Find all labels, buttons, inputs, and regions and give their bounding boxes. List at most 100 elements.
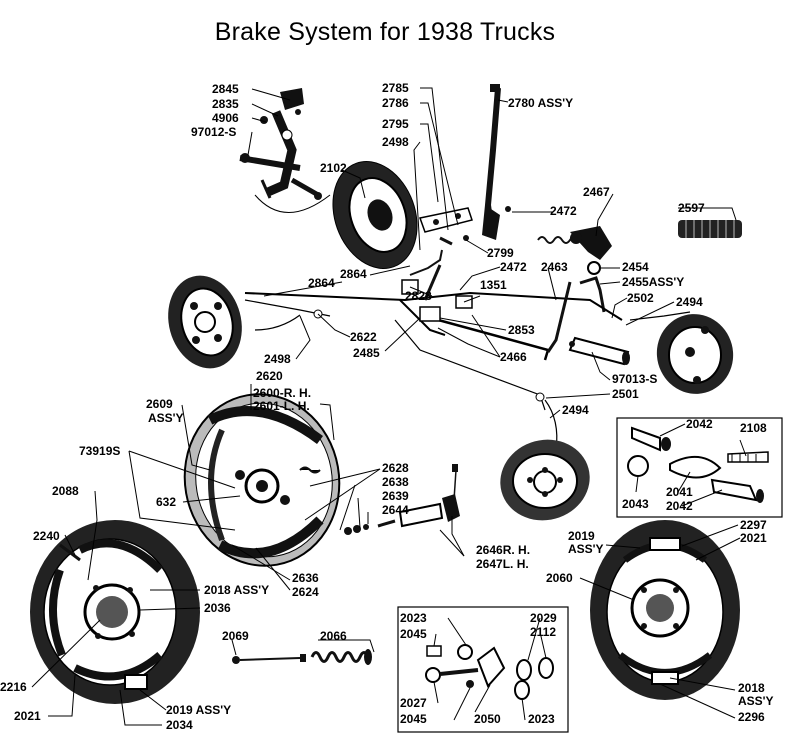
diagram-title: Brake System for 1938 Trucks xyxy=(214,18,556,46)
part-label: 97012-S xyxy=(191,125,236,139)
part-label: 2636 xyxy=(292,571,319,585)
part-label: 2455ASS'Y xyxy=(622,275,684,289)
part-label: 2501 xyxy=(612,387,639,401)
part-label: 2472 xyxy=(500,260,527,274)
part-label: 2647L. H. xyxy=(476,557,529,571)
part-label: 2018 xyxy=(738,681,765,695)
part-label: 2023 xyxy=(528,712,555,726)
rear-right-backing-plate-drawing xyxy=(590,520,740,700)
part-label: 2644 xyxy=(382,503,409,517)
spring-and-lever-drawing xyxy=(537,226,612,260)
part-label: 2780 ASS'Y xyxy=(508,96,573,110)
part-label: 2042 xyxy=(686,417,713,431)
part-label: 2609 xyxy=(146,397,173,411)
center-brake-assembly-drawing xyxy=(183,393,341,567)
part-label: 2036 xyxy=(204,601,231,615)
part-label: 2467 xyxy=(583,185,610,199)
rear-left-backing-plate-drawing xyxy=(30,520,200,704)
part-label: 2845 xyxy=(212,82,239,96)
part-label: ASS'Y xyxy=(738,694,774,708)
part-label: 4906 xyxy=(212,111,239,125)
part-label: 2494 xyxy=(676,295,703,309)
part-label: 2216 xyxy=(0,680,27,694)
part-label: 2069 xyxy=(222,629,249,643)
part-label: 2600-R. H. xyxy=(253,386,311,400)
part-label: 2795 xyxy=(382,117,409,131)
part-label: 2494 xyxy=(562,403,589,417)
part-label: 2785 xyxy=(382,81,409,95)
part-label: 2029 xyxy=(530,611,557,625)
part-label: 632 xyxy=(156,495,176,509)
part-label: 97013-S xyxy=(612,372,657,386)
leader-lines xyxy=(31,87,747,726)
part-label: 2864 xyxy=(340,267,367,281)
part-label: 2050 xyxy=(474,712,501,726)
part-label: 2019 ASS'Y xyxy=(166,703,231,717)
part-label: 2042 xyxy=(666,499,693,513)
part-label: 2021 xyxy=(740,531,767,545)
part-label: 2638 xyxy=(382,475,409,489)
part-label: 2639 xyxy=(382,489,409,503)
part-label: 2472 xyxy=(550,204,577,218)
part-label: 2498 xyxy=(264,352,291,366)
part-label: 2088 xyxy=(52,484,79,498)
part-label: ASS'Y xyxy=(568,542,604,556)
part-label: 2027 xyxy=(400,696,427,710)
part-label: 2060 xyxy=(546,571,573,585)
part-label: 2646R. H. xyxy=(476,543,530,557)
part-label: 2018 ASS'Y xyxy=(204,583,269,597)
emergency-brake-drum-drawing xyxy=(332,161,418,269)
part-label: 2066 xyxy=(320,629,347,643)
inset-box-lower-center xyxy=(397,606,569,733)
part-label: 2108 xyxy=(740,421,767,435)
part-label: 73919S xyxy=(79,444,120,458)
part-label: 2043 xyxy=(622,497,649,511)
part-label: 2463 xyxy=(541,260,568,274)
inset-box-upper-right xyxy=(616,417,783,518)
part-label: 2240 xyxy=(33,529,60,543)
part-label: 2799 xyxy=(487,246,514,260)
front-left-drum-drawing xyxy=(168,275,242,369)
part-labels: 2845 2835 4906 97012-S 2785 2786 2795 24… xyxy=(0,81,774,732)
part-label: 2045 xyxy=(400,627,427,641)
brake-pedal-drawing xyxy=(482,84,511,240)
part-label: 2045 xyxy=(400,712,427,726)
part-label: 2023 xyxy=(400,611,427,625)
part-label: 2835 xyxy=(212,97,239,111)
part-label: 2786 xyxy=(382,96,409,110)
part-label: 2502 xyxy=(627,291,654,305)
part-label: 2466 xyxy=(500,350,527,364)
part-label: 2620 xyxy=(256,369,283,383)
rear-right-drum-drawing xyxy=(500,439,590,521)
part-label: 2041 xyxy=(666,485,693,499)
part-label: 2624 xyxy=(292,585,319,599)
part-label: 2297 xyxy=(740,518,767,532)
linkage-plate-drawing xyxy=(419,207,473,246)
part-label: 2853 xyxy=(508,323,535,337)
pedal-bracket-drawing xyxy=(239,88,331,213)
part-label: 2498 xyxy=(382,135,409,149)
part-label: 2112 xyxy=(530,625,556,639)
part-label: 2628 xyxy=(382,461,409,475)
master-cylinder-drawing xyxy=(568,336,630,366)
part-label: 2102 xyxy=(320,161,347,175)
part-label: 2601-L. H. xyxy=(253,399,310,413)
wheel-cylinder-parts-drawing xyxy=(344,464,460,535)
part-label: 2019 xyxy=(568,529,595,543)
part-label: 2597 xyxy=(678,201,705,215)
part-label: 2454 xyxy=(622,260,649,274)
part-label: 2034 xyxy=(166,718,193,732)
part-label: 2828 xyxy=(405,289,432,303)
part-label: 2021 xyxy=(14,709,41,723)
front-right-drum-drawing xyxy=(656,314,734,394)
part-label: 1351 xyxy=(480,278,507,292)
adjusting-rod-drawing xyxy=(232,649,372,665)
part-label: 2296 xyxy=(738,710,765,724)
rubber-boot-drawing xyxy=(678,220,742,238)
part-label: 2622 xyxy=(350,330,377,344)
brake-fitting-drawing xyxy=(579,261,606,313)
part-label: 2485 xyxy=(353,346,380,360)
part-label: 2864 xyxy=(308,276,335,290)
part-label: ASS'Y xyxy=(148,411,184,425)
